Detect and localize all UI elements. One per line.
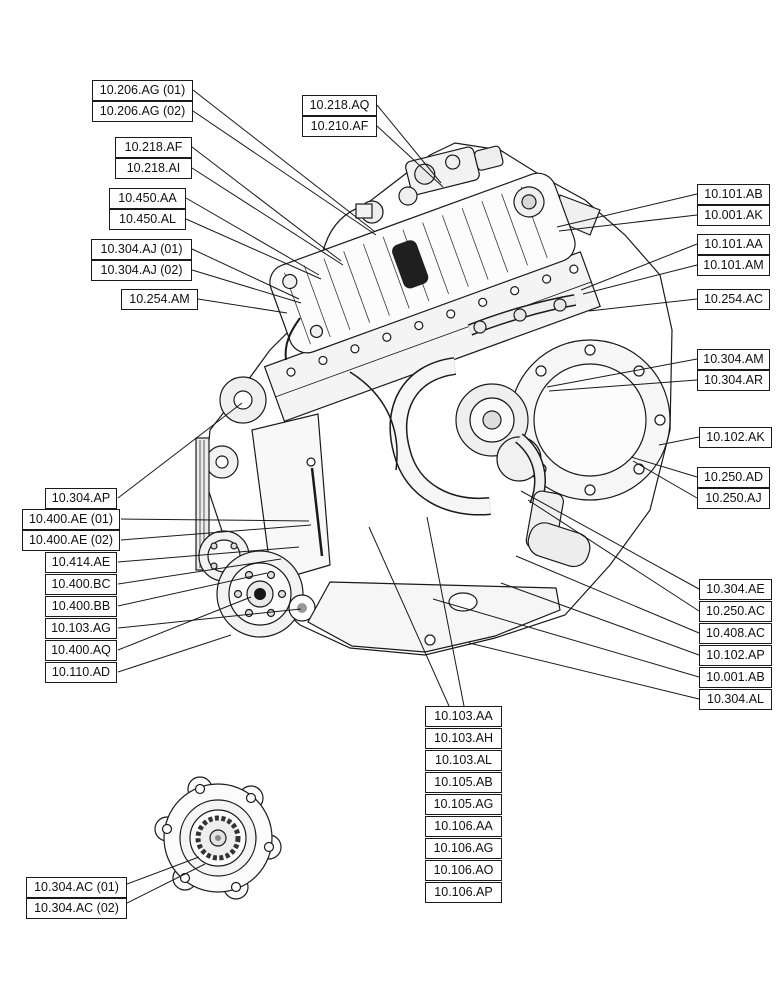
callout-10-106-ap[interactable]: 10.106.AP: [425, 882, 502, 903]
dipstick: [310, 467, 324, 557]
callout-10-106-ao[interactable]: 10.106.AO: [425, 860, 502, 881]
callout-10-103-aa[interactable]: 10.103.AA: [425, 706, 502, 727]
callout-10-304-ae[interactable]: 10.304.AE: [699, 579, 772, 600]
callout-10-101-ab[interactable]: 10.101.AB: [697, 184, 770, 205]
fuel-pump: [405, 145, 504, 196]
callout-10-408-ac[interactable]: 10.408.AC: [699, 623, 772, 644]
callout-10-105-ab[interactable]: 10.105.AB: [425, 772, 502, 793]
callout-10-400-ae-01[interactable]: 10.400.AE (01): [22, 509, 120, 530]
callout-10-304-aj-02[interactable]: 10.304.AJ (02): [91, 260, 192, 281]
callout-10-103-al[interactable]: 10.103.AL: [425, 750, 502, 771]
callout-10-103-ah[interactable]: 10.103.AH: [425, 728, 502, 749]
callout-10-254-ac[interactable]: 10.254.AC: [697, 289, 770, 310]
callout-10-414-ae[interactable]: 10.414.AE: [45, 552, 117, 573]
callout-10-400-bc[interactable]: 10.400.BC: [45, 574, 117, 595]
callout-10-450-al[interactable]: 10.450.AL: [109, 209, 186, 230]
drive-belt: [195, 437, 210, 571]
callout-10-304-ac-02[interactable]: 10.304.AC (02): [26, 898, 127, 919]
callout-10-250-aj[interactable]: 10.250.AJ: [697, 488, 770, 509]
callout-10-304-am[interactable]: 10.304.AM: [697, 349, 770, 370]
callout-10-400-ae-02[interactable]: 10.400.AE (02): [22, 530, 120, 551]
leader-lines: [117, 89, 700, 904]
callout-10-101-aa[interactable]: 10.101.AA: [697, 234, 770, 255]
callout-10-218-ai[interactable]: 10.218.AI: [115, 158, 192, 179]
engine-body: [195, 142, 673, 656]
starter-motor: [527, 522, 591, 568]
callout-10-254-am[interactable]: 10.254.AM: [121, 289, 198, 310]
callout-10-400-bb[interactable]: 10.400.BB: [45, 596, 117, 617]
callout-10-206-ag-02[interactable]: 10.206.AG (02): [92, 101, 193, 122]
callout-10-206-ag-01[interactable]: 10.206.AG (01): [92, 80, 193, 101]
callout-10-110-ad[interactable]: 10.110.AD: [45, 662, 117, 683]
valve-cover: [269, 172, 576, 354]
callout-10-304-ac-01[interactable]: 10.304.AC (01): [26, 877, 127, 898]
callout-10-102-ap[interactable]: 10.102.AP: [699, 645, 772, 666]
intake-pipe: [389, 357, 491, 516]
callout-10-304-ap[interactable]: 10.304.AP: [45, 488, 117, 509]
callout-10-106-ag[interactable]: 10.106.AG: [425, 838, 502, 859]
oil-pan: [307, 581, 561, 653]
callout-10-105-ag[interactable]: 10.105.AG: [425, 794, 502, 815]
callout-10-210-af[interactable]: 10.210.AF: [302, 116, 377, 137]
callout-10-218-aq[interactable]: 10.218.AQ: [302, 95, 377, 116]
callout-10-106-aa[interactable]: 10.106.AA: [425, 816, 502, 837]
callout-10-218-af[interactable]: 10.218.AF: [115, 137, 192, 158]
engine-emblem: [392, 240, 429, 289]
callout-10-001-ak[interactable]: 10.001.AK: [697, 205, 770, 226]
callout-10-304-al[interactable]: 10.304.AL: [699, 689, 772, 710]
callout-10-101-am[interactable]: 10.101.AM: [697, 255, 770, 276]
callout-10-250-ad[interactable]: 10.250.AD: [697, 467, 770, 488]
callout-10-103-ag[interactable]: 10.103.AG: [45, 618, 117, 639]
callout-10-450-aa[interactable]: 10.450.AA: [109, 188, 186, 209]
callout-10-304-aj-01[interactable]: 10.304.AJ (01): [91, 239, 192, 260]
turbocharger: [455, 383, 546, 508]
callout-10-001-ab[interactable]: 10.001.AB: [699, 667, 772, 688]
callout-10-102-ak[interactable]: 10.102.AK: [699, 427, 772, 448]
callout-10-400-aq[interactable]: 10.400.AQ: [45, 640, 117, 661]
callout-10-304-ar[interactable]: 10.304.AR: [697, 370, 770, 391]
callout-10-250-ac[interactable]: 10.250.AC: [699, 601, 772, 622]
oil-pump-illustration: [154, 776, 282, 900]
